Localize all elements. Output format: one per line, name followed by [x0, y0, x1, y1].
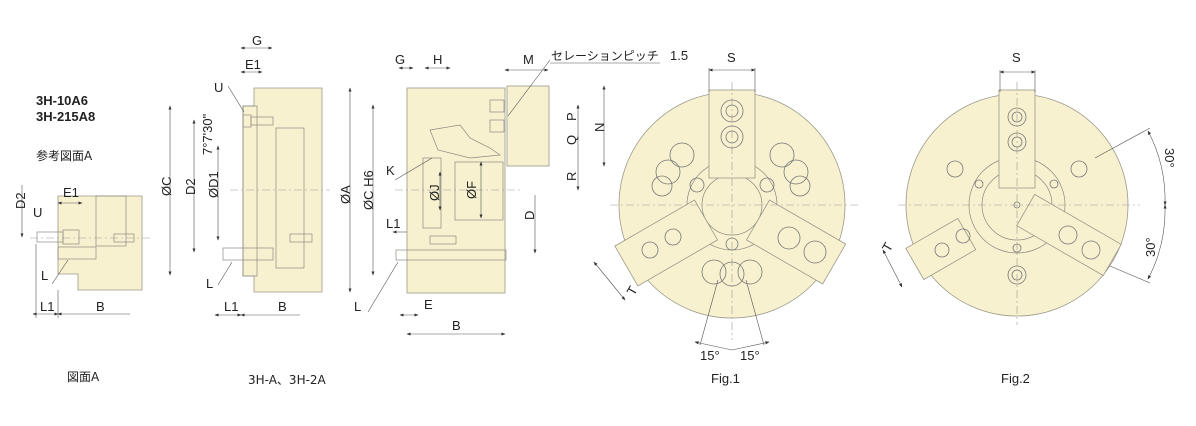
- label-d2: D2: [13, 192, 28, 209]
- label-g: G: [395, 52, 405, 67]
- label-c: ØC: [159, 177, 174, 197]
- label-angle-bottom: 30°: [1143, 237, 1158, 257]
- drawing-a: D2 E1 U L L1 B 図面A: [13, 185, 150, 384]
- label-f: ØF: [464, 181, 479, 199]
- label-q: Q: [564, 135, 579, 145]
- fig2-front-view: S T 30° 30° Fig.2: [879, 50, 1177, 386]
- label-t: T: [879, 240, 896, 254]
- label-angle-left: 15°: [700, 348, 720, 363]
- fig1-front-view: S T 15° 15° Fig.1: [593, 50, 860, 386]
- label-m: M: [523, 52, 534, 67]
- label-g: G: [252, 33, 262, 48]
- label-s: S: [1012, 50, 1021, 65]
- label-l1: L1: [386, 216, 400, 231]
- caption-fig2: Fig.2: [1001, 371, 1030, 386]
- label-angle-top: 30°: [1162, 148, 1177, 168]
- model-name-2: 3H-215A8: [36, 109, 95, 124]
- label-angle-right: 15°: [740, 348, 760, 363]
- model-name-1: 3H-10A6: [36, 93, 88, 108]
- label-serration: セレーションピッチ: [551, 49, 659, 63]
- label-s: S: [727, 50, 736, 65]
- label-l: L: [206, 276, 213, 291]
- label-b: B: [278, 299, 287, 314]
- label-r: R: [564, 172, 579, 181]
- label-d1: ØD1: [206, 171, 221, 198]
- label-h: H: [433, 52, 442, 67]
- label-angle: 7°7'30": [200, 113, 215, 155]
- label-a: ØA: [338, 185, 353, 204]
- label-u: U: [33, 205, 42, 220]
- side-view-1: G E1 U 7°7'30" ØC D2 ØD1 L L1 B: [159, 33, 330, 317]
- label-d: D: [522, 211, 537, 220]
- label-serration-pitch: 1.5: [670, 48, 688, 63]
- label-d2: D2: [183, 178, 198, 195]
- label-e1: E1: [63, 185, 79, 200]
- label-u: U: [214, 80, 223, 95]
- side-view-2: G H M セレーションピッチ 1.5 ØA ØC H6 K ØJ ØF L1 …: [248, 48, 688, 387]
- label-p: P: [564, 112, 579, 121]
- label-l1: L1: [40, 299, 54, 314]
- label-n: N: [592, 123, 607, 132]
- label-e: E: [424, 297, 433, 312]
- caption-fig1: Fig.1: [711, 371, 740, 386]
- reference-note: 参考図面A: [36, 148, 93, 163]
- label-l1: L1: [224, 299, 238, 314]
- label-l: L: [41, 268, 48, 283]
- label-l: L: [354, 299, 361, 314]
- caption-drawing-a: 図面A: [67, 370, 100, 384]
- label-j: ØJ: [427, 184, 442, 201]
- label-k: K: [386, 163, 395, 178]
- label-e1: E1: [245, 57, 261, 72]
- caption-side-views: 3H-A、3H-2A: [248, 373, 327, 387]
- label-ch6: ØC H6: [361, 170, 376, 210]
- label-b: B: [452, 318, 461, 333]
- label-b: B: [96, 299, 105, 314]
